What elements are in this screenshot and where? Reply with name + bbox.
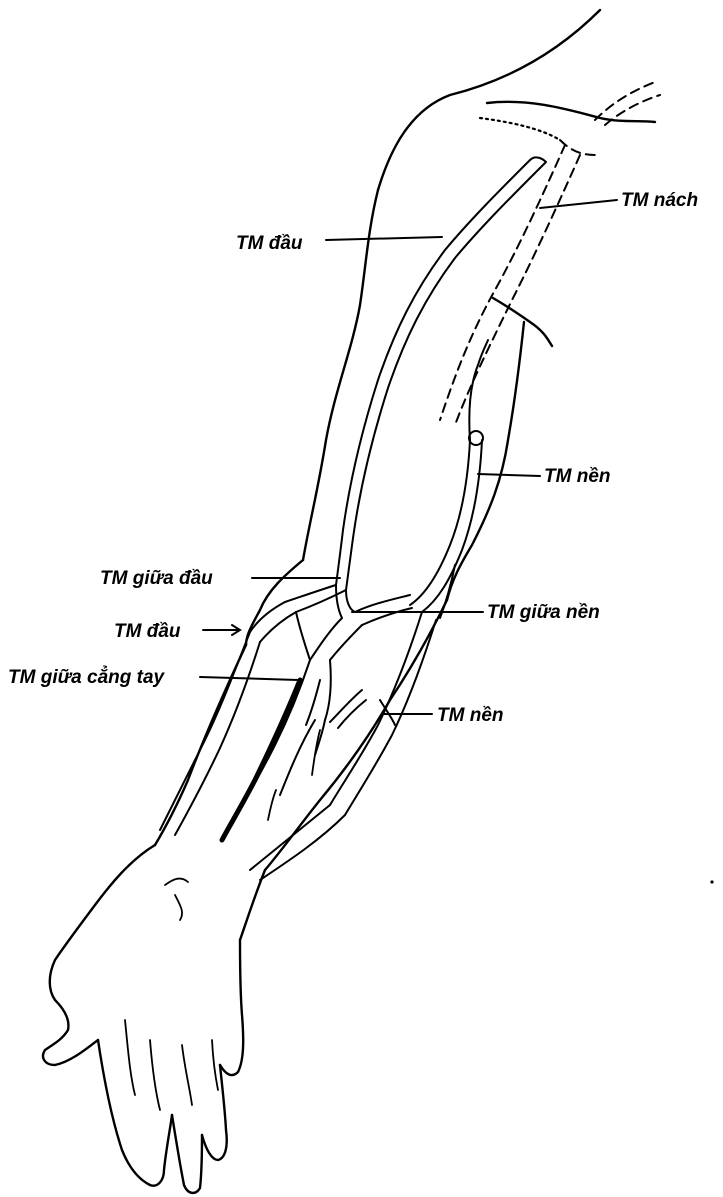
forearm-small-branch-1 (268, 790, 276, 820)
median-junction-right (346, 590, 355, 612)
knuckle-crease-1 (165, 879, 188, 885)
median-cephalic-branch (296, 612, 310, 660)
label-tm-dau-lower: TM đầu (114, 621, 181, 642)
label-tm-giua-dau: TM giữa đầu (100, 568, 213, 589)
thumb-outline (43, 845, 155, 1065)
elbow-lateral-edge (246, 560, 303, 645)
cephalic-vein-upper (336, 157, 546, 590)
finger-line-3 (182, 1045, 192, 1105)
basilic-vein-upper (410, 340, 488, 612)
forearm-y-junction-2 (338, 700, 366, 728)
label-tm-nen-lower: TM nền (437, 705, 504, 726)
upper-arm-lateral-edge (303, 190, 378, 560)
cephalic-forearm-wall-2 (175, 642, 260, 835)
leader-tm-nen-upper (478, 474, 540, 476)
forearm-small-branch-2 (312, 730, 320, 775)
stray-dot (710, 880, 713, 883)
chest-line (487, 102, 655, 122)
finger-line-4 (212, 1040, 218, 1090)
median-antebrachial-inner (306, 680, 320, 725)
median-cephalic-wall-1 (250, 585, 336, 632)
basilic-vein-upper-run (469, 340, 488, 440)
elbow-veins (250, 585, 412, 660)
basilic-vein-left-wall (410, 440, 470, 605)
cephalic-vein-left-wall (336, 160, 530, 585)
index-finger-lateral (98, 1040, 150, 1185)
axillary-vein-group (440, 82, 660, 425)
median-basilic-wall-2 (362, 608, 412, 625)
forearm-lower-line-1 (260, 815, 345, 880)
knuckle-crease-2 (175, 895, 182, 920)
shoulder-curve (378, 10, 600, 190)
labels: TM nách TM đầu TM nền TM giữa đầu TM giữ… (8, 190, 698, 726)
middle-finger (172, 1115, 202, 1193)
basilic-vein-origin (469, 431, 483, 445)
axillary-dash-5 (560, 140, 595, 155)
leader-tm-dau-upper (326, 237, 442, 240)
label-tm-nach: TM nách (621, 190, 698, 211)
ring-finger (202, 1065, 227, 1160)
index-finger-tip (150, 1115, 172, 1186)
cephalic-vein-top (530, 157, 546, 168)
axillary-dash-3 (440, 145, 565, 420)
cephalic-forearm-wall-1 (160, 632, 250, 830)
basilic-medial-short (440, 565, 455, 618)
wrist-medial-edge (240, 870, 265, 940)
median-junction-lower (330, 625, 362, 660)
cephalic-vein-right-wall (346, 168, 540, 590)
label-tm-giua-cang-tay: TM giữa cẳng tay (8, 666, 166, 688)
leader-tm-nach (540, 200, 617, 208)
median-cephalic-wall-2 (260, 590, 346, 642)
label-tm-giua-nen: TM giữa nền (487, 602, 600, 623)
little-finger (220, 940, 243, 1075)
label-tm-nen-upper: TM nền (544, 466, 611, 487)
median-junction-left (310, 585, 342, 660)
label-tm-dau-upper: TM đầu (236, 233, 303, 254)
median-antebrachial-heavy (222, 680, 300, 840)
finger-line-2 (150, 1040, 160, 1110)
clavicle-dotted-line (480, 118, 560, 140)
median-basilic-wall-1 (355, 595, 410, 612)
leader-lines (200, 200, 617, 714)
forearm-central-branch-2 (280, 720, 315, 795)
forearm-medial-edge (265, 600, 447, 870)
finger-line-1 (125, 1020, 135, 1095)
